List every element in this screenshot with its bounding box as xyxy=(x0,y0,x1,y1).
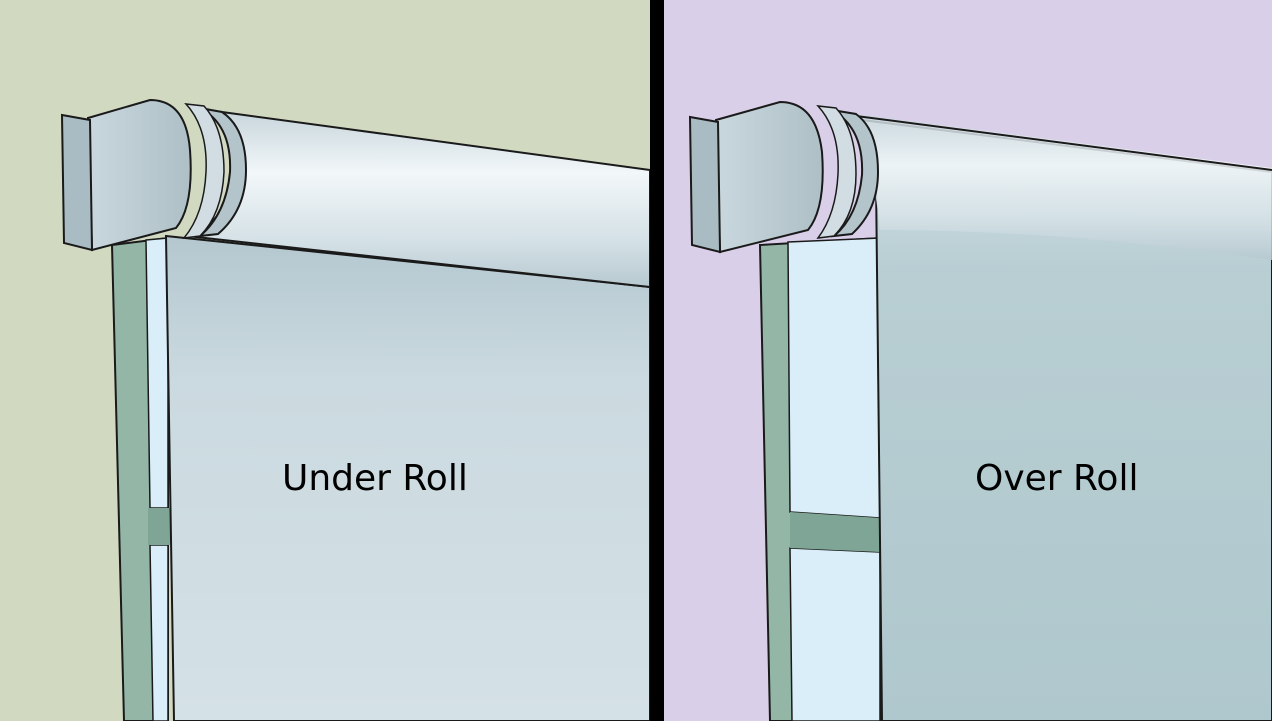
left-wall-bracket xyxy=(62,115,92,250)
left-end-cap xyxy=(88,100,191,250)
left-panel xyxy=(0,0,650,721)
over-roll-label: Over Roll xyxy=(975,461,1138,497)
right-panel xyxy=(664,0,1272,721)
right-window-mullion xyxy=(790,512,880,552)
left-window-glass-upper xyxy=(146,238,168,508)
left-window-mullion xyxy=(148,508,170,545)
panel-divider xyxy=(650,0,664,721)
under-roll-label: Under Roll xyxy=(282,461,468,497)
right-window-glass-upper xyxy=(788,238,880,518)
left-window-glass-lower xyxy=(150,545,168,721)
right-window-glass-lower xyxy=(790,548,880,721)
right-wall-bracket xyxy=(690,117,720,252)
right-end-cap xyxy=(716,102,823,252)
